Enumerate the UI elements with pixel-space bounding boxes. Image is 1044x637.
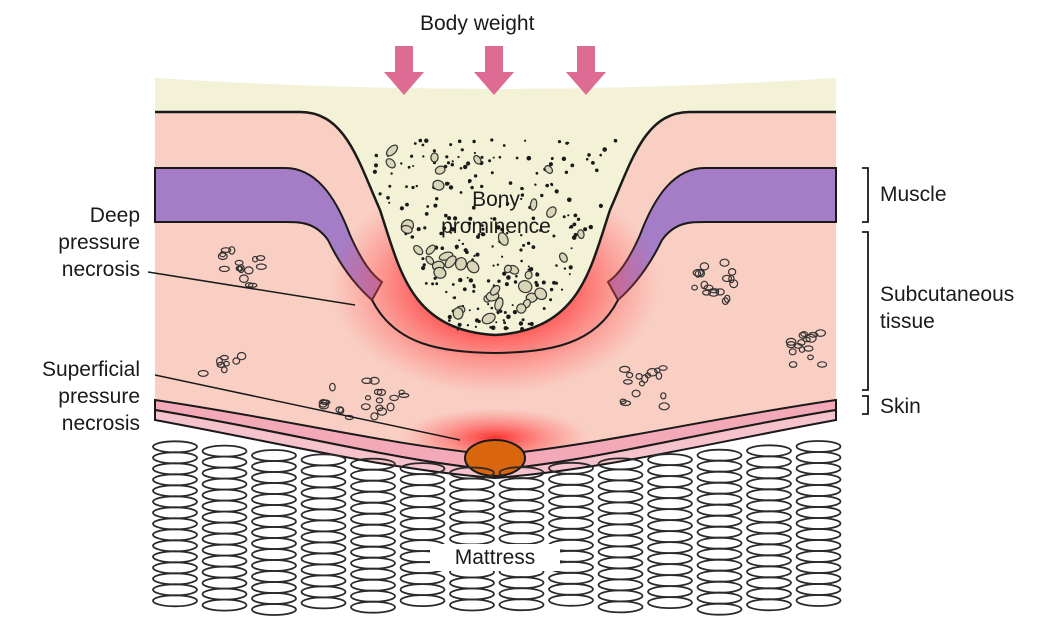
bony-prominence-line-2: prominence xyxy=(426,213,566,240)
deep-necrosis-line-2: pressure xyxy=(30,229,140,256)
deep-necrosis-line-3: necrosis xyxy=(30,256,140,283)
bony-prominence-label: Bony prominence xyxy=(426,186,566,240)
muscle-bracket xyxy=(862,168,868,222)
ulcer xyxy=(465,440,525,476)
subcutaneous-line-2: tissue xyxy=(880,308,1014,335)
skin-bracket xyxy=(862,396,868,414)
arrow-icon xyxy=(384,46,424,95)
superficial-necrosis-line-2: pressure xyxy=(10,383,140,410)
body-weight-arrows xyxy=(384,46,606,95)
deep-necrosis-line-1: Deep xyxy=(30,202,140,229)
superficial-pressure-necrosis-label: Superficial pressure necrosis xyxy=(10,356,140,437)
bony-prominence-line-1: Bony xyxy=(426,186,566,213)
subcutaneous-bracket xyxy=(862,232,868,390)
superficial-necrosis-line-1: Superficial xyxy=(10,356,140,383)
subcutaneous-tissue-label: Subcutaneous tissue xyxy=(880,281,1014,335)
subcutaneous-line-1: Subcutaneous xyxy=(880,281,1014,308)
arrow-icon xyxy=(474,46,514,95)
superficial-necrosis-line-3: necrosis xyxy=(10,410,140,437)
deep-pressure-necrosis-label: Deep pressure necrosis xyxy=(30,202,140,283)
muscle-label: Muscle xyxy=(880,181,947,208)
arrow-icon xyxy=(566,46,606,95)
body-weight-label: Body weight xyxy=(420,10,534,37)
skin-label: Skin xyxy=(880,393,921,420)
mattress-label: Mattress xyxy=(430,544,560,571)
